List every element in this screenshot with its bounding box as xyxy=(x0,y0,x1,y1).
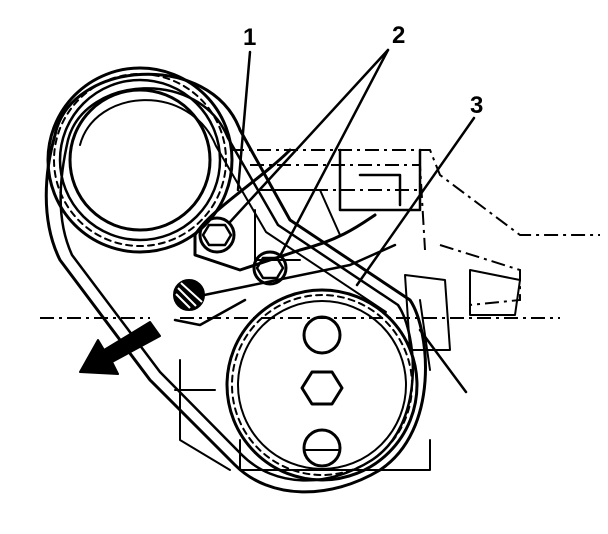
callout-3: 3 xyxy=(470,92,483,119)
camshaft-sprocket xyxy=(46,66,234,254)
tensioner-bolt xyxy=(198,216,236,254)
callout-2: 2 xyxy=(392,22,405,49)
crankshaft-sprocket xyxy=(225,288,419,482)
rotation-direction-arrow xyxy=(79,321,161,375)
tensioner-adjuster xyxy=(173,279,205,311)
leader-lines xyxy=(228,48,476,394)
engine-block-outline xyxy=(40,148,600,471)
timing-belt xyxy=(44,72,427,494)
callout-1: 1 xyxy=(243,24,256,51)
tensioner-bolt xyxy=(252,250,288,286)
